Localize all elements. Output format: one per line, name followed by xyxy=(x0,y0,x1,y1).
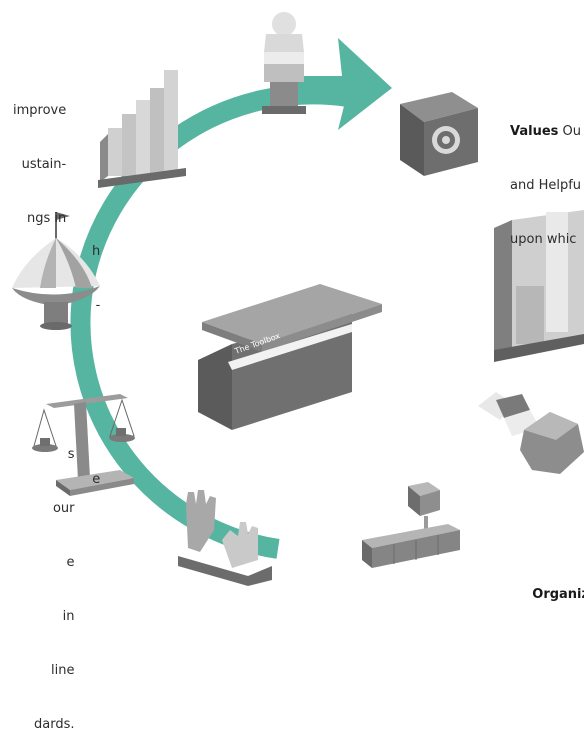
text-mid-left: h - e xyxy=(92,207,100,507)
bar-frame-icon xyxy=(494,210,584,362)
text-line: ustain- xyxy=(21,157,67,172)
text-line: s xyxy=(67,447,75,462)
person-icon xyxy=(262,12,306,114)
cycle-ring xyxy=(70,84,350,559)
text-line: Ou xyxy=(558,124,581,139)
hands-icon xyxy=(178,490,272,586)
text-top-right: Values Ou and Helpfu upon whic xyxy=(510,87,581,267)
scale-icon xyxy=(32,394,135,496)
text-line: h xyxy=(92,244,101,259)
organization-heading: Organiz xyxy=(532,587,584,602)
text-top-left: improve ustain- ngs in xyxy=(13,66,66,246)
text-line: - xyxy=(95,298,101,313)
text-line: ngs in xyxy=(26,211,67,226)
bar-chart-icon xyxy=(98,70,186,188)
text-line: and Helpfu xyxy=(510,178,582,193)
toolbox-box: The Toolbox xyxy=(198,284,382,430)
target-cube-icon xyxy=(400,92,478,176)
blocks-icon xyxy=(362,482,460,568)
text-line: our xyxy=(52,501,75,516)
text-line: e xyxy=(66,555,75,570)
cycle-arrow-head xyxy=(290,38,392,130)
tent-icon xyxy=(12,212,100,330)
text-line: improve xyxy=(13,103,67,118)
text-bottom-right: Organiz xyxy=(524,568,584,604)
text-bottom-left: s our e in line dards. xyxy=(34,410,75,752)
text-line: dards. xyxy=(34,717,75,732)
values-heading: Values xyxy=(510,124,559,139)
text-line: in xyxy=(62,609,75,624)
text-line: upon whic xyxy=(510,232,577,247)
gem-icon xyxy=(478,392,584,474)
text-line: line xyxy=(51,663,75,678)
text-line: e xyxy=(92,472,101,487)
diagram-canvas: The Toolbox xyxy=(12,12,584,586)
